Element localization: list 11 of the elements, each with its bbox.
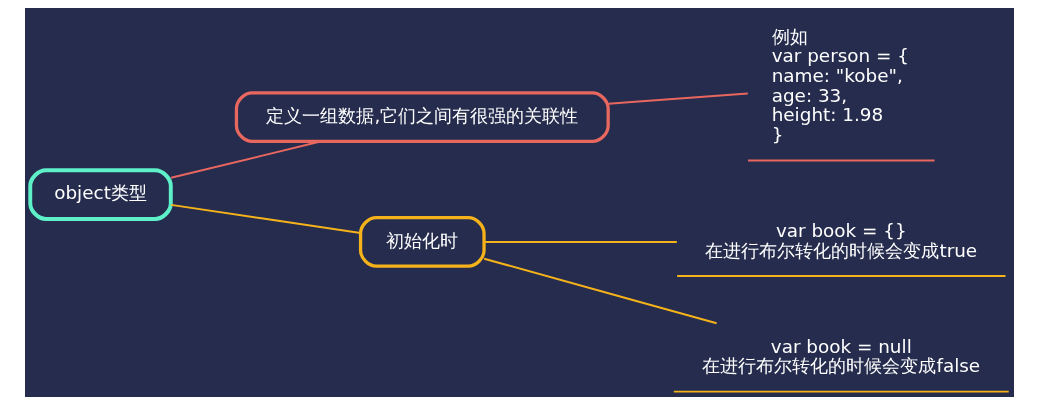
connector	[607, 92, 749, 105]
node-box: object类型	[28, 168, 173, 221]
node-text: var book = null 在进行布尔转化的时候会变成false	[702, 335, 981, 377]
node-box: 定义一组数据,它们之间有很强的关联性	[234, 91, 610, 144]
node-text: 例如 var person = { name: "kobe", age: 33, height: 1.98 }	[771, 25, 909, 146]
connector	[170, 203, 362, 234]
connector	[483, 257, 718, 325]
connector	[170, 140, 322, 179]
node-box: 初始化时	[358, 215, 486, 268]
node-text: var book = {} 在进行布尔转化的时候会变成true	[705, 219, 978, 261]
connector	[483, 240, 678, 243]
